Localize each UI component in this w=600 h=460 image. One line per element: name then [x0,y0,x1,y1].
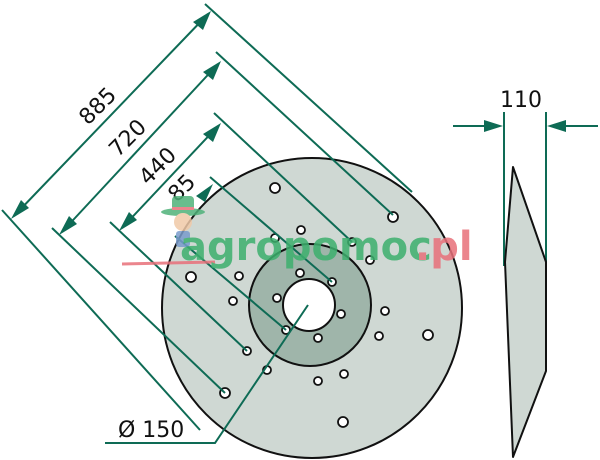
disc-holes [185,182,434,428]
dimension-arrows [11,11,566,235]
disc-profile [504,166,547,458]
dim-center-hole: Ø 150 [118,418,184,443]
watermark-text: agropomoc [180,224,432,270]
dimension-lines [1,3,598,444]
dim-profile-depth: 110 [500,88,542,113]
dim-885: 885 [75,83,122,130]
watermark-tld: .pl [415,224,473,270]
center-hole [282,278,336,332]
farmer-mascot-icon [161,196,205,247]
watermark: agropomoc .pl [121,196,473,270]
dim-720: 720 [105,115,152,162]
